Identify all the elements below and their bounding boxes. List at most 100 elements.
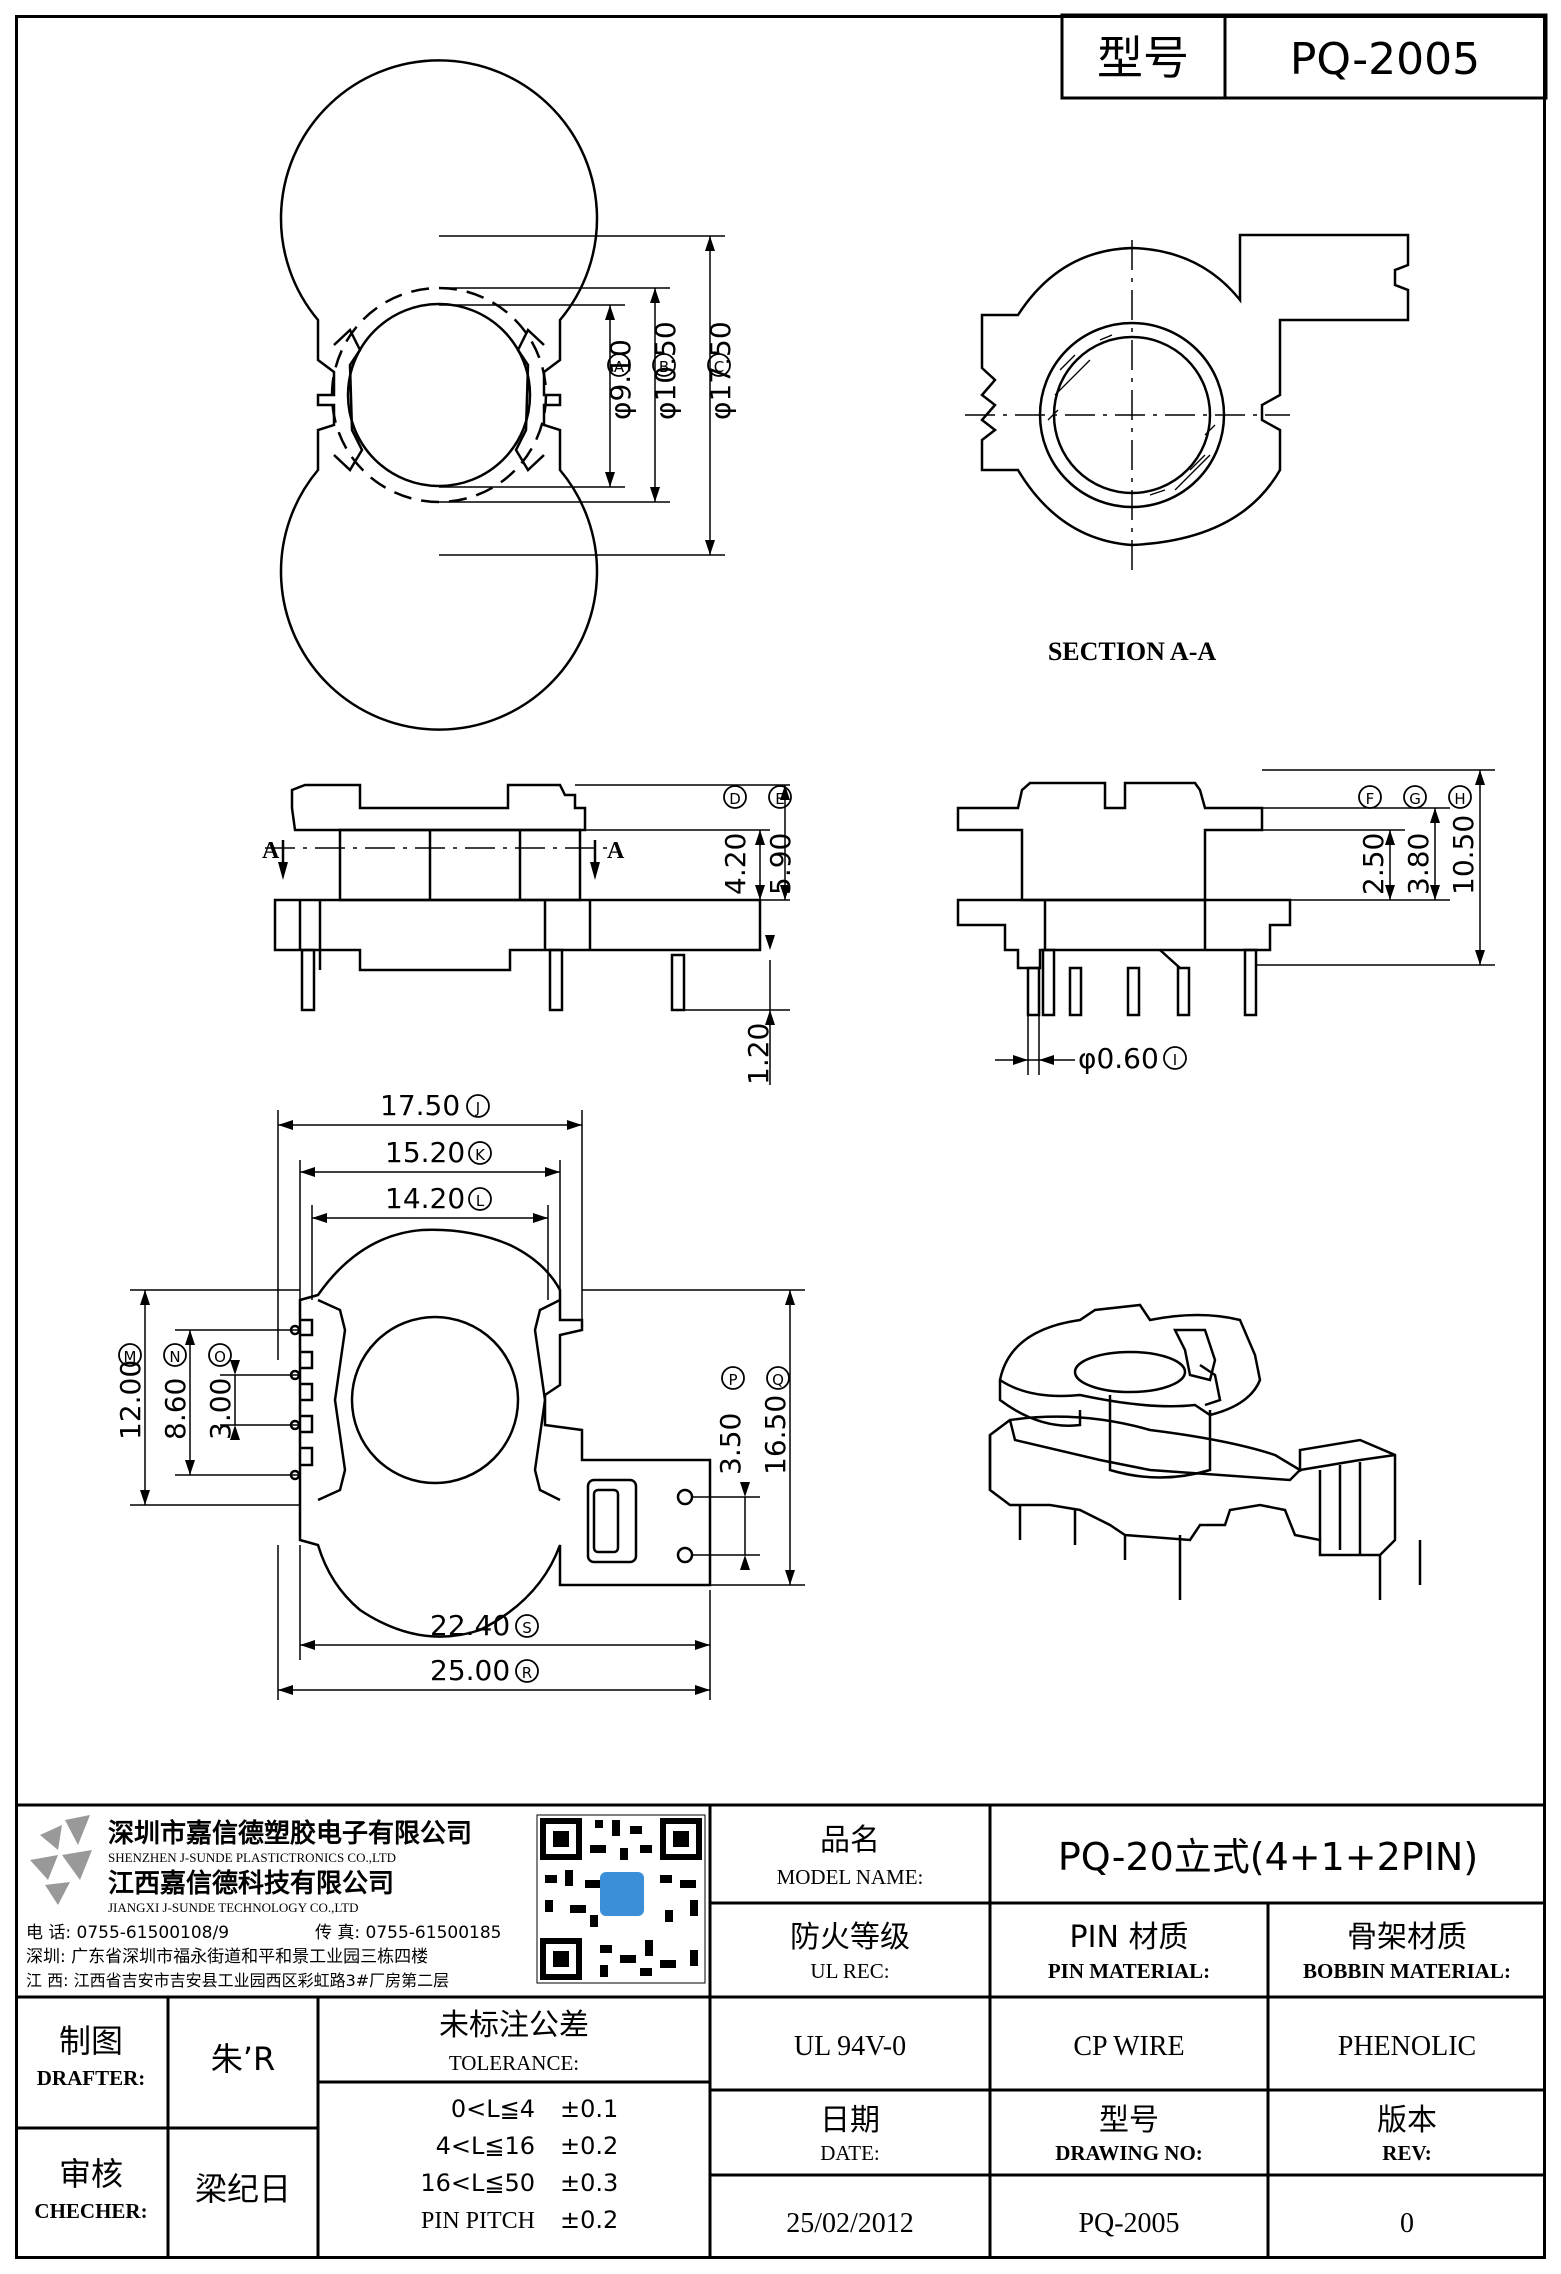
company-fax: 传 真: 0755-61500185 xyxy=(315,1923,501,1943)
circle-letter-n: N xyxy=(169,1348,180,1366)
pin-en-label: PIN MATERIAL: xyxy=(1048,1959,1210,1983)
isometric-view xyxy=(988,1303,1422,1600)
header-model-box: 型号 PQ-2005 xyxy=(1060,13,1548,100)
company-name-sz: 深圳市嘉信德塑胶电子有限公司 xyxy=(108,1818,472,1849)
tolerance-value-3: ±0.3 xyxy=(560,2169,618,2197)
top-view: φ9.10 φ10.50 φ17.50 A B C xyxy=(279,59,737,731)
circle-letter-b: B xyxy=(659,358,669,376)
section-mark-right: A xyxy=(607,838,625,864)
title-block xyxy=(15,1803,1546,2259)
tolerance-range-1: 0<L≦4 xyxy=(451,2095,535,2123)
dim-n-value: 8.60 xyxy=(159,1378,192,1440)
tolerance-range-4: PIN PITCH xyxy=(421,2208,535,2234)
checker-value: 梁纪日 xyxy=(195,2170,291,2208)
dim-k-value: 15.20 xyxy=(385,1136,465,1169)
dim-p-value: 3.50 xyxy=(714,1413,747,1475)
bottom-view: 17.50 J 15.20 K 14.20 L 22.40 S 25.00 R xyxy=(114,1089,805,1700)
circle-letter-k: K xyxy=(475,1146,486,1164)
company-logo-icon xyxy=(30,1815,92,1905)
circle-letter-l: L xyxy=(476,1192,485,1210)
tolerance-cn-label: 未标注公差 xyxy=(439,2008,589,2043)
drawno-en-label: DRAWING NO: xyxy=(1055,2141,1203,2165)
tolerance-range-3: 16<L≦50 xyxy=(420,2169,535,2197)
company-address-sz: 深圳: 广东省深圳市福永街道和平和景工业园三栋四楼 xyxy=(26,1947,428,1967)
circle-letter-j: J xyxy=(475,1099,480,1117)
section-view: SECTION A-A xyxy=(965,233,1410,666)
sheet-border xyxy=(15,15,1546,2259)
dim-r-value: 25.00 xyxy=(430,1654,510,1687)
front-view: A A 4.20 5.90 D E 1.20 xyxy=(262,783,797,1085)
rev-value: 0 xyxy=(1400,2208,1414,2239)
bottom-view-bore xyxy=(350,1315,520,1485)
circle-letter-d: D xyxy=(729,790,741,808)
section-label: SECTION A-A xyxy=(1048,637,1217,666)
qr-code-icon xyxy=(536,1814,706,1984)
model-name-en-label: MODEL NAME: xyxy=(777,1865,924,1889)
ul-en-label: UL REC: xyxy=(810,1959,889,1983)
company-name-jx-en: JIANGXI J-SUNDE TECHNOLOGY CO.,LTD xyxy=(108,1900,359,1915)
circle-letter-f: F xyxy=(1366,790,1375,808)
circle-letter-g: G xyxy=(1409,790,1421,808)
drawno-value: PQ-2005 xyxy=(1078,2208,1179,2239)
model-name-value: PQ-20立式(4+1+2PIN) xyxy=(1058,1835,1478,1879)
ul-cn-label: 防火等级 xyxy=(790,1920,910,1955)
dim-s-value: 22.40 xyxy=(430,1609,510,1642)
bobbin-cn-label: 骨架材质 xyxy=(1347,1920,1467,1955)
drawno-cn-label: 型号 xyxy=(1099,2103,1159,2138)
circle-letter-h: H xyxy=(1454,790,1465,808)
dim-j-value: 17.50 xyxy=(380,1089,460,1122)
checker-en-label: CHECHER: xyxy=(34,2199,147,2223)
circle-letter-s: S xyxy=(522,1619,532,1637)
drafter-value: 朱’R xyxy=(211,2040,275,2078)
dim-a-value: φ9.10 xyxy=(604,339,637,420)
qr-badge-icon xyxy=(600,1872,644,1916)
pin-value: CP WIRE xyxy=(1073,2031,1184,2062)
company-address-jx: 江 西: 江西省吉安市吉安县工业园西区彩虹路3#厂房第二层 xyxy=(26,1971,449,1990)
tolerance-range-2: 4<L≦16 xyxy=(436,2132,535,2160)
dim-o-value: 3.00 xyxy=(204,1378,237,1440)
title-block-text: 品名 MODEL NAME: PQ-20立式(4+1+2PIN) 防火等级 UL… xyxy=(34,1823,1511,2239)
dim-g-value: 3.80 xyxy=(1402,833,1435,895)
circle-letter-p: P xyxy=(728,1371,737,1389)
circle-letter-r: R xyxy=(522,1664,532,1682)
checker-cn-label: 审核 xyxy=(59,2155,123,2193)
tolerance-value-4: ±0.2 xyxy=(560,2206,618,2234)
circle-letter-o: O xyxy=(214,1348,226,1366)
dim-e-value: 5.90 xyxy=(764,833,797,895)
section-mark-left: A xyxy=(262,838,280,864)
dim-h-value: 10.50 xyxy=(1447,815,1480,895)
dim-q-value: 16.50 xyxy=(759,1395,792,1475)
bobbin-value: PHENOLIC xyxy=(1338,2031,1476,2062)
dim-m-value: 12.00 xyxy=(114,1360,147,1440)
dim-d-value: 4.20 xyxy=(719,833,752,895)
company-tel: 电 话: 0755-61500108/9 xyxy=(26,1923,229,1943)
model-name-cn-label: 品名 xyxy=(820,1823,880,1858)
circle-letter-i: I xyxy=(1173,1051,1177,1069)
date-en-label: DATE: xyxy=(820,2141,880,2165)
company-name-sz-en: SHENZHEN J-SUNDE PLASTICTRONICS CO.,LTD xyxy=(108,1850,396,1865)
date-value: 25/02/2012 xyxy=(786,2208,914,2239)
top-view-inner-bore xyxy=(346,302,532,488)
ul-value: UL 94V-0 xyxy=(794,2031,906,2062)
circle-letter-m: M xyxy=(124,1348,137,1366)
company-info: 深圳市嘉信德塑胶电子有限公司 SHENZHEN J-SUNDE PLASTICT… xyxy=(26,1818,501,1990)
drafter-en-label: DRAFTER: xyxy=(37,2066,146,2090)
dim-pin-length-value: 1.20 xyxy=(742,1023,775,1085)
rev-en-label: REV: xyxy=(1382,2141,1431,2165)
tolerance-en-label: TOLERANCE: xyxy=(449,2051,579,2075)
header-model-value: PQ-2005 xyxy=(1290,34,1480,85)
dim-i-value: φ0.60 xyxy=(1078,1042,1159,1075)
top-view-dashed-circle xyxy=(330,286,548,504)
side-view: 2.50 3.80 10.50 F G H φ0.60 I xyxy=(956,769,1495,1075)
bobbin-en-label: BOBBIN MATERIAL: xyxy=(1303,1959,1511,1983)
company-name-jx: 江西嘉信德科技有限公司 xyxy=(108,1869,394,1899)
pin-cn-label: PIN 材质 xyxy=(1070,1920,1189,1955)
drafter-cn-label: 制图 xyxy=(59,2022,123,2060)
rev-cn-label: 版本 xyxy=(1377,2103,1437,2138)
circle-letter-c: C xyxy=(714,358,724,376)
header-model-label: 型号 xyxy=(1097,31,1189,85)
circle-letter-e: E xyxy=(775,790,784,808)
dim-f-value: 2.50 xyxy=(1357,833,1390,895)
